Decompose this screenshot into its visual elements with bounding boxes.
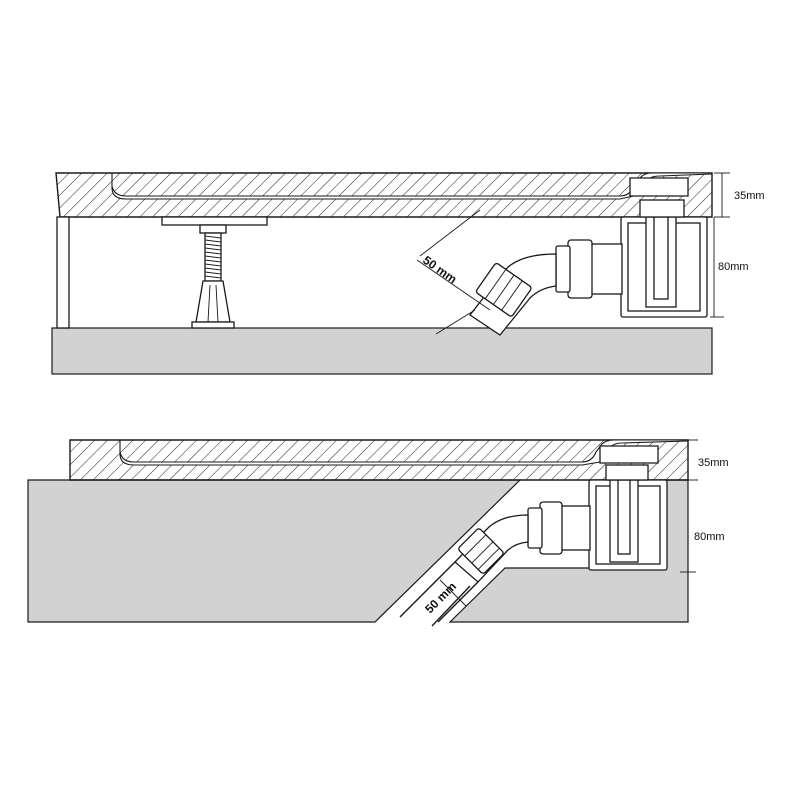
side-panel (56, 216, 70, 329)
leg-thread (204, 259, 222, 263)
waste-trap (588, 464, 668, 571)
tray-height-label: 35mm (698, 457, 729, 469)
leg-thread (204, 263, 222, 267)
leg-thread (204, 271, 222, 275)
tray-recess (111, 172, 713, 200)
height-dimensions: 35mm 80mm (680, 439, 729, 573)
adjustable-leg (191, 224, 235, 329)
height-dimensions: 35mm 80mm (710, 172, 765, 318)
leg-thread (204, 267, 222, 271)
waste-pipe (399, 501, 591, 623)
waste-pipe (469, 239, 623, 336)
leg-thread (204, 247, 222, 251)
leg-thread (204, 275, 222, 279)
leg-thread (204, 251, 222, 255)
tray-height-label: 35mm (734, 190, 765, 202)
floor-slab (51, 327, 713, 375)
leg-plate (161, 216, 268, 226)
top-view: 50 mm 35mm 80mm (51, 172, 765, 375)
waste-trap (620, 199, 708, 318)
waste-outlet-top (599, 445, 659, 464)
leg-thread (204, 235, 222, 239)
leg-thread (204, 239, 222, 243)
shower-tray-section (55, 172, 713, 218)
leg-thread (204, 243, 222, 247)
bottom-view: 50 mm 35mm 80mm (27, 439, 729, 627)
leg-thread (204, 255, 222, 259)
tray-recess (119, 439, 689, 466)
pipe-size-label: 50 mm (420, 253, 459, 286)
waste-outlet-top (629, 177, 689, 197)
trap-height-label: 80mm (718, 261, 749, 273)
trap-height-label: 80mm (694, 531, 725, 543)
pipe-size-label: 50 mm (422, 579, 459, 616)
